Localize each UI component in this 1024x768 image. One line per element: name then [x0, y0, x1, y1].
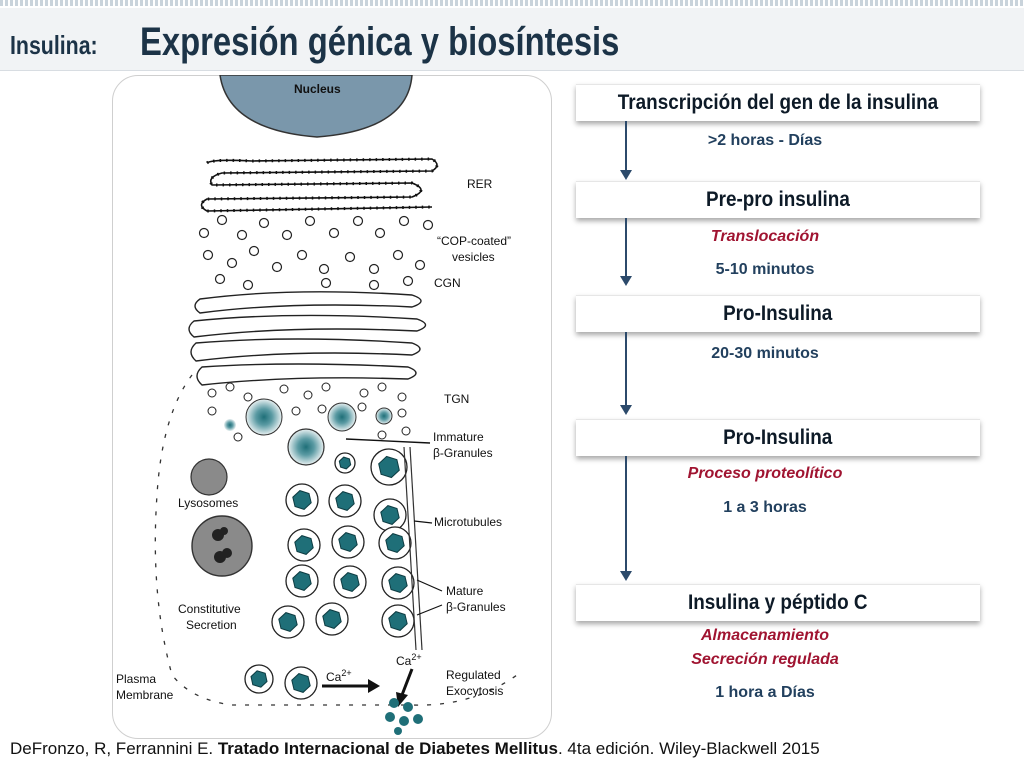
time-note-1: >2 horas - Días [707, 132, 823, 149]
lysosome-small [190, 458, 228, 496]
citation: DeFronzo, R, Ferrannini E. Tratado Inter… [10, 739, 820, 759]
flow-arrow-2 [620, 276, 632, 286]
regulated-label-line1: Regulated [446, 668, 501, 682]
cop-label-line1: “COP-coated” [437, 234, 511, 248]
beta-cell-diagram: Nucleus RER “COP-coated” vesicles CGN TG… [116, 75, 518, 735]
constitutive-label-line1: Constitutive [178, 602, 241, 616]
process-note-translocation: Translocación [710, 228, 820, 245]
flow-arrow-4 [620, 571, 632, 581]
ca-right-label: Ca2+ [396, 652, 422, 668]
regulated-label-line2: Exocytosis [446, 684, 503, 698]
time-note-4: 1 a 3 horas [723, 499, 807, 516]
citation-details: . 4ta edición. Wiley-Blackwell 2015 [557, 739, 820, 758]
immature-label-line1: Immature [433, 430, 484, 444]
slide-title-prefix: Insulina: [10, 30, 98, 60]
citation-authors: DeFronzo, R, Ferrannini E. [10, 739, 218, 758]
cop-label-line2: vesicles [452, 250, 495, 264]
lysosome-debris [212, 527, 232, 563]
immature-label-line2: β-Granules [433, 446, 493, 460]
stage-pro-insulin-1: Pro-Insulina [576, 295, 980, 332]
stage-pro-insulin-2: Pro-Insulina [576, 419, 980, 456]
stage-pre-pro-insulin: Pre-pro insulina [576, 181, 980, 218]
time-note-5: 1 hora a Días [715, 684, 815, 701]
process-note-regulated-secretion: Secreción regulada [691, 651, 839, 668]
microtubules-label: Microtubules [434, 515, 502, 529]
stage-transcription: Transcripción del gen de la insulina [576, 84, 980, 121]
mature-label-line1: Mature [446, 584, 484, 598]
rer-label: RER [467, 177, 493, 191]
mature-granules [244, 448, 415, 700]
constitutive-label-line2: Secretion [186, 618, 237, 632]
rer-shape [200, 157, 439, 213]
time-note-3: 20-30 minutos [711, 345, 819, 362]
time-note-2: 5-10 minutos [715, 261, 815, 278]
process-note-storage: Almacenamiento [700, 627, 830, 644]
tgn-label: TGN [444, 392, 469, 406]
plasma-membrane-label-line2: Membrane [116, 688, 174, 702]
tgn-small-vesicles [207, 382, 411, 442]
ca-arrow-right [400, 668, 414, 696]
cell-membrane [154, 374, 518, 706]
microtubules [403, 446, 423, 651]
ca-left-label: Ca2+ [326, 668, 352, 684]
mature-label-line2: β-Granules [446, 600, 506, 614]
flow-arrow-3 [620, 405, 632, 415]
citation-book-title: Tratado Internacional de Diabetes Mellit… [217, 739, 558, 758]
slide-title: Expresión génica y biosíntesis [140, 20, 620, 64]
flow-arrow-1 [620, 170, 632, 180]
nucleus-shape [219, 75, 413, 138]
cop-vesicles [198, 214, 434, 291]
plasma-membrane-label-line1: Plasma [116, 672, 156, 686]
process-note-proteolytic: Proceso proteolítico [687, 465, 843, 482]
tgn-granules [224, 398, 393, 436]
lysosomes-label: Lysosomes [178, 496, 238, 510]
nucleus-label: Nucleus [294, 82, 341, 96]
title-bar: Insulina: Expresión génica y biosíntesis [0, 8, 1024, 71]
lysosome-large [191, 515, 253, 577]
exocytosis-granules [385, 698, 423, 735]
top-decorative-strip [0, 0, 1024, 6]
stage-insulin-c-peptide: Insulina y péptido C [576, 584, 980, 621]
immature-pointer [345, 438, 431, 444]
cgn-label: CGN [434, 276, 461, 290]
golgi-stacks [188, 291, 427, 386]
immature-granule [287, 428, 325, 466]
